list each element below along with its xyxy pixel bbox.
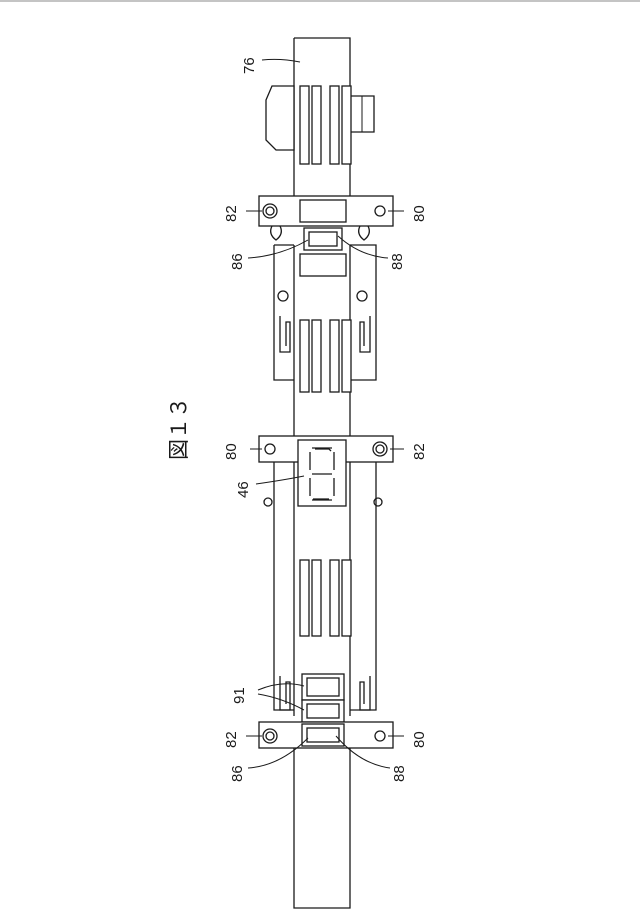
leader-lines (246, 59, 404, 768)
hole-lower-left (264, 498, 272, 506)
label-46: 46 (235, 481, 252, 498)
label-86-upper: 86 (229, 253, 246, 270)
seven-segment-display (298, 440, 346, 506)
bracket-upper-block-lower (300, 254, 346, 276)
figure-title: 図１３ (167, 397, 191, 460)
clip-left-upper (271, 226, 282, 240)
label-88-lower: 88 (391, 765, 408, 782)
clip-right-upper (359, 226, 370, 240)
label-82-lower: 82 (223, 731, 240, 748)
component-88-upper (309, 232, 337, 246)
upper-mid-slots (300, 320, 351, 392)
component-88-lower (307, 728, 339, 742)
label-88-upper: 88 (389, 253, 406, 270)
label-80-lower: 80 (411, 731, 428, 748)
label-91: 91 (231, 687, 248, 704)
channel-upper-right (360, 316, 370, 352)
channel-lower-right (360, 676, 370, 710)
label-82-middle: 82 (411, 443, 428, 460)
component-91-upper-inner (307, 678, 339, 696)
bracket-upper-block (300, 200, 346, 222)
label-80-upper: 80 (411, 205, 428, 222)
label-86-lower: 86 (229, 765, 246, 782)
label-82-upper: 82 (223, 205, 240, 222)
connector-housing (266, 86, 294, 150)
hole-lower-right (374, 498, 382, 506)
top-slots (300, 86, 351, 164)
label-76: 76 (241, 57, 258, 74)
channel-upper-left (280, 316, 290, 352)
hole-upper-left (278, 291, 288, 301)
hole-upper-right (357, 291, 367, 301)
lower-mid-slots (300, 560, 351, 636)
component-91-lower-inner (307, 704, 339, 718)
channel-lower-left (280, 676, 290, 710)
label-80-middle: 80 (223, 443, 240, 460)
